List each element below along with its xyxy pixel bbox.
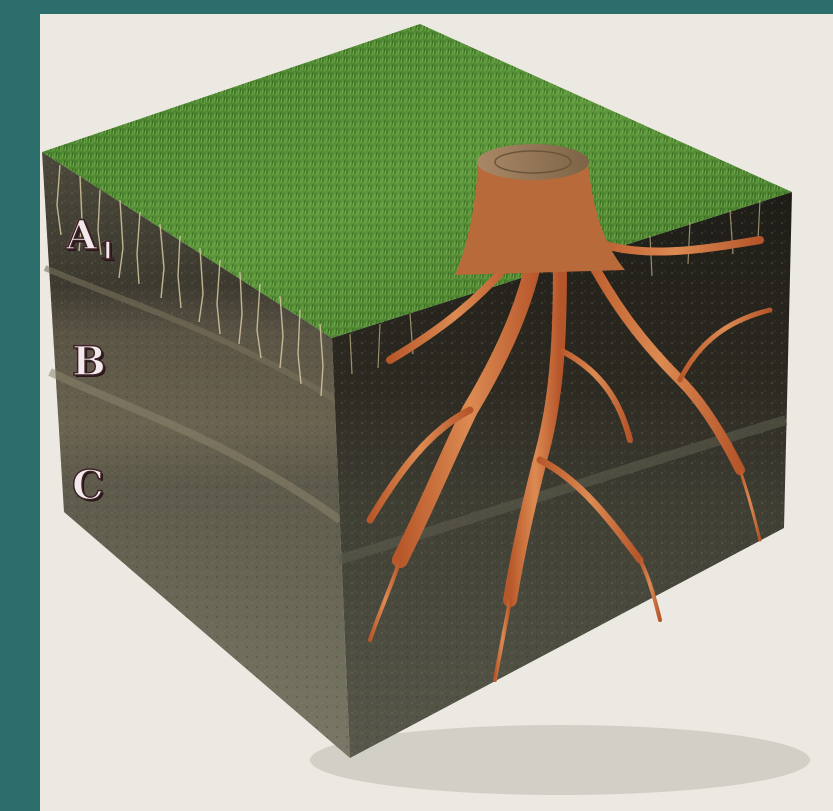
horizon-label-a1-letter: A [66, 212, 98, 259]
horizon-label-b-letter: B [72, 338, 107, 385]
horizon-label-a1: A1 [66, 212, 117, 265]
tree-stump-top [477, 144, 589, 180]
horizon-label-a1-subscript: 1 [99, 236, 117, 265]
horizon-label-b: B [72, 338, 107, 385]
horizon-label-c: C [72, 462, 105, 509]
horizon-label-c-letter: C [72, 462, 105, 509]
